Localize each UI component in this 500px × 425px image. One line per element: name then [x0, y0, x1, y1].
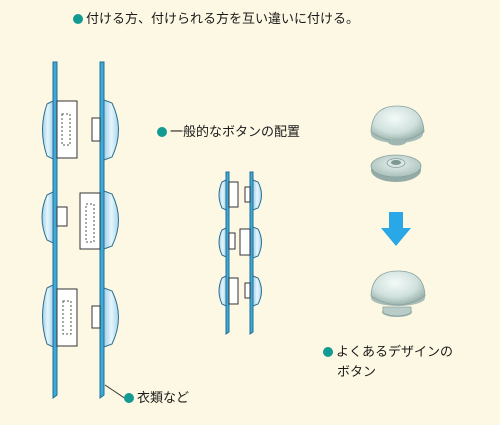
- design-caption-line2: ボタン: [337, 365, 377, 380]
- title-note-text: 付ける方、付けられる方を互い違いに付ける。: [86, 12, 360, 27]
- fabric-strip: [225, 171, 254, 335]
- bullet-icon: [323, 347, 333, 357]
- fabric-strip: [52, 61, 105, 399]
- design-caption-line1: よくあるデザインの: [336, 345, 454, 360]
- button-cap-top: [370, 105, 425, 146]
- snap-button: [218, 179, 262, 211]
- bullet-icon: [73, 14, 83, 24]
- leader-line: [104, 384, 127, 400]
- button-socket-ring: [370, 154, 422, 182]
- middle-caption: 一般的なボタンの配置: [157, 124, 300, 142]
- snap-button: [42, 99, 119, 161]
- snap-button: [42, 284, 119, 348]
- snap-button: [218, 275, 262, 307]
- button-assembled: [370, 270, 426, 317]
- small-assembly: [218, 171, 262, 335]
- bullet-icon: [124, 393, 134, 403]
- down-arrow-icon: [381, 212, 411, 246]
- middle-caption-text: 一般的なボタンの配置: [170, 125, 301, 140]
- title-note: 付ける方、付けられる方を互い違いに付ける。: [73, 11, 359, 29]
- snap-button: [41, 190, 119, 250]
- clothes-label: 衣類など: [124, 390, 189, 408]
- design-caption-cont: ボタン: [337, 364, 376, 382]
- bullet-icon: [157, 127, 167, 137]
- clothes-label-text: 衣類など: [137, 391, 190, 406]
- large-assembly: [41, 61, 127, 400]
- design-caption: よくあるデザインの: [323, 344, 453, 362]
- snap-button: [218, 226, 262, 259]
